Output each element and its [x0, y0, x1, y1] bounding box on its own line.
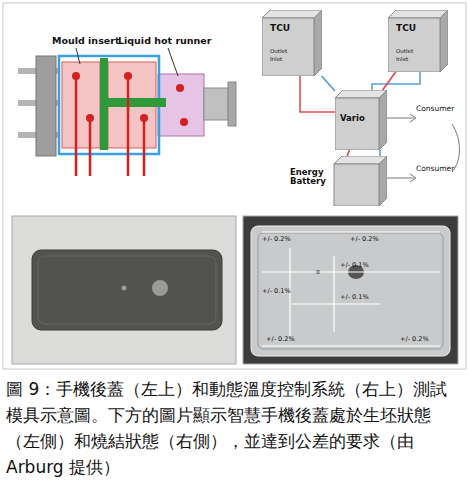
sintered-cover — [251, 226, 450, 356]
platen — [36, 56, 56, 156]
tolerance-label: +/- 0.2% — [350, 236, 379, 243]
unit-label: Inlet — [270, 56, 282, 62]
cover-rim — [258, 233, 443, 349]
small-hole — [122, 286, 127, 291]
consumer-line — [387, 178, 414, 179]
dimension-line — [262, 231, 440, 232]
temperature-unit: TCU OutletInlet — [262, 10, 322, 76]
part-label: Mould insert — [52, 36, 119, 46]
machine-top — [262, 10, 322, 18]
pipe — [300, 76, 335, 112]
temperature-unit: Energy Battery — [288, 156, 387, 206]
tolerance-label: +/- 0.1% — [340, 262, 369, 269]
dimension-line — [262, 345, 440, 346]
unit-label: Outlet — [270, 48, 287, 54]
part-label: Liquid hot runner — [118, 36, 211, 46]
tolerance-label: +/- 0.2% — [266, 336, 295, 343]
sprue — [100, 98, 166, 107]
heating-line — [75, 76, 78, 176]
consumer-label: Consumer — [416, 105, 454, 113]
heating-point — [176, 84, 184, 92]
injection-unit — [228, 82, 236, 126]
unit-label: Outlet — [396, 48, 413, 54]
heating-point — [72, 72, 80, 80]
pipe-connector — [383, 72, 396, 90]
machine-top — [335, 90, 387, 98]
tolerance-label: +/- 0.2% — [262, 236, 291, 243]
dimension-line — [292, 303, 380, 304]
mould-insert-block — [62, 62, 100, 148]
machine-top — [388, 10, 448, 18]
pipe-connector — [347, 150, 349, 156]
machine-side — [379, 156, 387, 206]
machine-outline — [388, 10, 448, 72]
tolerance-label: +/- 0.2% — [400, 336, 429, 343]
machine-side — [440, 10, 448, 72]
machine-front — [262, 18, 314, 76]
consumer-line — [387, 118, 414, 119]
phone-cover — [32, 250, 222, 330]
unit-label: TCU — [270, 24, 290, 34]
heating-line — [127, 76, 130, 176]
dimension-line — [262, 271, 440, 272]
photo-frame — [12, 216, 236, 364]
machine-outline — [262, 10, 322, 76]
heating-line — [89, 118, 92, 176]
machine-front — [334, 164, 379, 206]
heating-point — [140, 114, 148, 122]
temperature-unit: TCU OutletInlet — [388, 10, 448, 72]
heating-point — [124, 72, 132, 80]
dimension-lines — [262, 232, 440, 346]
nozzle — [204, 88, 228, 120]
heating-point — [86, 114, 94, 122]
unit-label: TCU — [396, 24, 416, 34]
leader-line — [76, 48, 80, 64]
consumer-label: Consumer — [416, 165, 454, 173]
camera-hole — [152, 280, 168, 296]
machine-side — [314, 10, 322, 76]
tolerance-label: +/- 0.1% — [262, 288, 291, 295]
photo-frame — [243, 216, 458, 364]
consumer-links — [387, 114, 460, 182]
unit-label: Inlet — [396, 56, 408, 62]
machine-side — [379, 90, 387, 150]
heating-lines — [76, 76, 144, 176]
unit-label: Energy Battery — [290, 168, 334, 187]
pipe-connector — [322, 76, 335, 91]
figure-caption: 圖 9：手機後蓋（左上）和動態溫度控制系統（右上）測試模具示意圖。下方的圖片顯示… — [6, 376, 464, 480]
heating-points — [72, 72, 188, 126]
machine-front — [335, 98, 379, 150]
arrow-head — [410, 174, 416, 182]
mould-schematic — [18, 48, 236, 176]
unit-label: Vario — [340, 114, 365, 123]
cover-rim — [38, 256, 216, 324]
heating-line — [143, 118, 146, 176]
pipe — [372, 72, 420, 90]
tolerance-label: +/- 0.1% — [340, 294, 369, 301]
temperature-unit: Vario — [335, 90, 387, 150]
heating-point — [180, 118, 188, 126]
dimension-line — [333, 256, 334, 332]
machine-front — [388, 18, 440, 72]
sintered-part-photo — [243, 216, 458, 364]
tcu-pipes — [300, 72, 420, 158]
green-part-photo — [12, 216, 236, 364]
arrow-head — [410, 114, 416, 122]
machine-top — [334, 156, 387, 164]
leader-line — [168, 48, 178, 76]
figure-frame — [3, 3, 466, 369]
